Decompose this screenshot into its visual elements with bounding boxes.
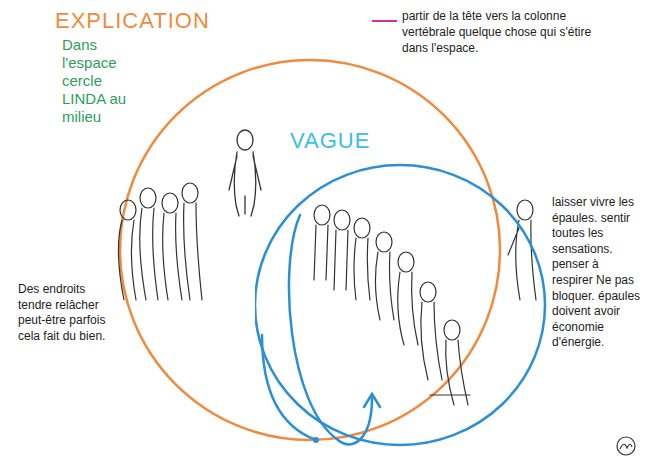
standing-figure (229, 130, 261, 216)
wave-ring (255, 165, 545, 445)
wave-spiral (262, 215, 380, 444)
release-note: Des endroits tendre relâcher peut-être p… (18, 282, 113, 344)
wave-outline (255, 125, 555, 450)
highlight-stroke (372, 20, 397, 22)
setup-note: Dans l'espace cercle LINDA au milieu (62, 36, 147, 126)
node-heading: VAGUE (290, 128, 370, 154)
space-circle (120, 60, 500, 440)
spine-note: partir de la tête vers la colonne vertéb… (402, 8, 607, 57)
wave-figures (314, 200, 536, 405)
group-figures-left (118, 183, 202, 300)
title: EXPLICATION (55, 8, 210, 34)
shoulder-note: laisser vivre les épaules. sentir toutes… (552, 195, 642, 351)
line-dot (313, 437, 319, 443)
wave-circle: VAGUE (255, 125, 555, 450)
signature (617, 437, 635, 455)
